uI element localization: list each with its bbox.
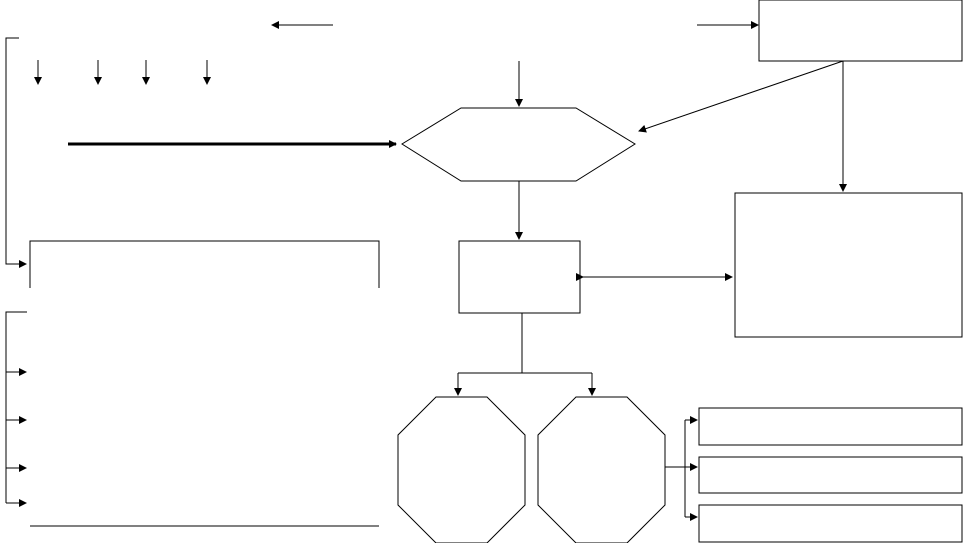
- left-list-arrows: [6, 368, 27, 507]
- small-box-2: [698, 456, 963, 494]
- left-bracket-connector: [5, 37, 27, 268]
- center-box: [458, 240, 581, 314]
- down-arrow-group: [34, 60, 211, 85]
- octagon-left: [397, 396, 526, 543]
- right-large-box: [734, 192, 963, 338]
- top-right-box: [758, 0, 963, 62]
- small-box-1: [698, 407, 963, 446]
- diagonal-arrow-to-hexagon: [638, 60, 844, 133]
- small-box-3: [698, 504, 963, 543]
- center-hexagon: [401, 107, 636, 182]
- left-list-bracket: [5, 311, 27, 503]
- left-bracket-box: [29, 240, 380, 288]
- octagon-right: [537, 396, 666, 543]
